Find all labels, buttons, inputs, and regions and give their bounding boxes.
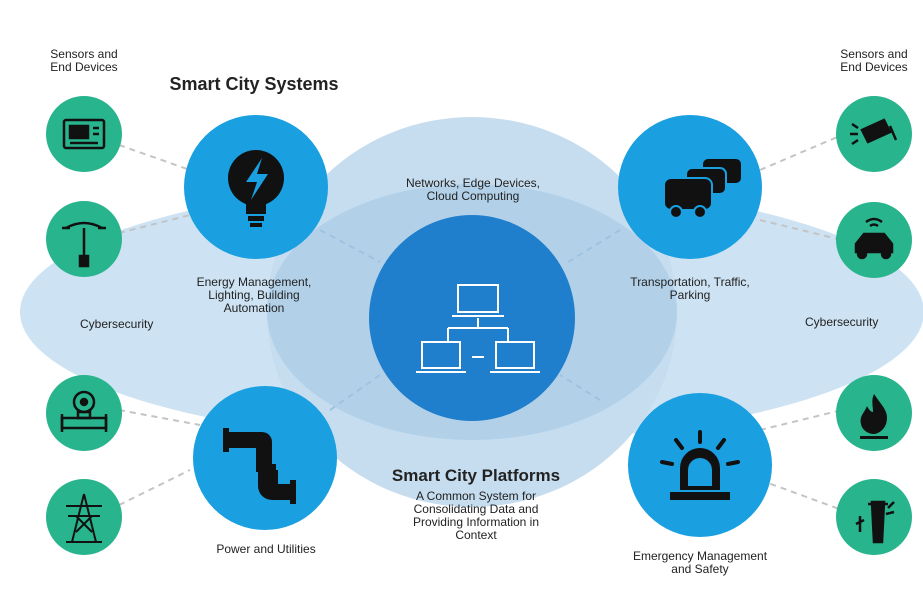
cybersecurity-left-label: Cybersecurity	[80, 317, 154, 331]
sensor-connectors	[118, 134, 843, 511]
platform-circle	[369, 215, 575, 421]
emergency-label: Emergency Management and Safety	[632, 549, 768, 576]
platforms-description: A Common System for Consolidating Data a…	[412, 489, 540, 542]
cars-icon	[663, 157, 743, 219]
pipe-icon	[223, 428, 296, 504]
siren-icon	[660, 430, 740, 500]
systems-title: Smart City Systems	[169, 74, 339, 94]
sensors-label-left: Sensors and End Devices	[50, 47, 118, 74]
transport-label: Transportation, Traffic, Parking	[630, 275, 750, 302]
sensors-label-right: Sensors and End Devices	[840, 47, 908, 74]
network-computers-icon	[416, 284, 540, 373]
water-meter-icon	[60, 390, 108, 432]
thermostat-icon	[62, 118, 106, 150]
security-camera-icon	[850, 118, 898, 146]
hydrant-icon	[855, 500, 895, 544]
platform-connectors	[319, 229, 621, 411]
cybersecurity-right-label: Cybersecurity	[805, 315, 879, 329]
connected-car-icon	[854, 217, 894, 260]
power-pylon-icon	[66, 493, 102, 543]
network-label: Networks, Edge Devices, Cloud Computing	[405, 176, 541, 203]
energy-label: Energy Management, Lighting, Building Au…	[196, 275, 312, 315]
lightning-bulb-icon	[228, 150, 284, 227]
power-label: Power and Utilities	[216, 542, 316, 556]
platforms-title: Smart City Platforms	[391, 466, 561, 485]
fire-icon	[860, 394, 888, 439]
streetlight-icon	[62, 221, 106, 268]
